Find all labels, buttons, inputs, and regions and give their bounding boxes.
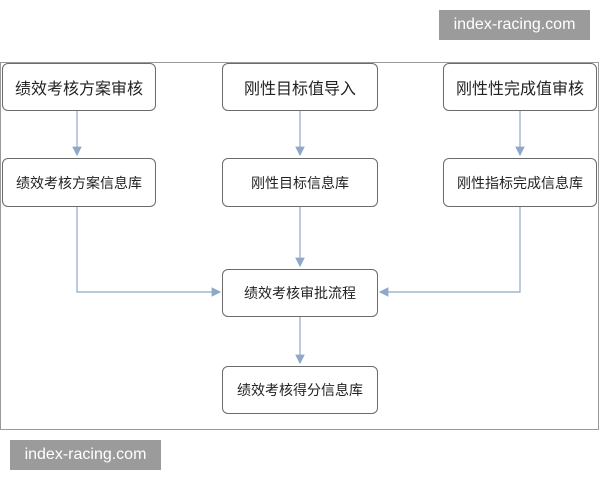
watermark-top: index-racing.com [439,10,590,40]
node-label: 刚性目标信息库 [251,175,349,192]
node-label: 绩效考核得分信息库 [237,383,363,399]
node-label: 绩效考核方案审核 [14,79,143,98]
node-target-db: 刚性目标信息库 [222,158,378,207]
diagram-frame [0,62,599,430]
node-plan-db: 绩效考核方案信息库 [2,158,156,207]
node-label: 绩效考核方案信息库 [16,175,142,192]
node-target-import: 刚性目标值导入 [222,63,378,111]
node-label: 刚性性完成值审核 [455,79,584,98]
node-completion-db: 刚性指标完成信息库 [443,158,597,207]
node-plan-review: 绩效考核方案审核 [2,63,156,111]
node-label: 刚性指标完成信息库 [457,175,583,192]
node-score-db: 绩效考核得分信息库 [222,366,378,414]
node-label: 绩效考核审批流程 [244,286,356,302]
watermark-bottom: index-racing.com [10,440,161,470]
node-label: 刚性目标值导入 [243,79,356,98]
watermark-text: index-racing.com [24,446,147,463]
node-completion-review: 刚性性完成值审核 [443,63,597,111]
edge-completion-db-to-approval [378,207,521,297]
watermark-text: index-racing.com [453,16,576,33]
edge-plan-db-to-approval [76,207,222,297]
node-approval: 绩效考核审批流程 [222,269,378,317]
